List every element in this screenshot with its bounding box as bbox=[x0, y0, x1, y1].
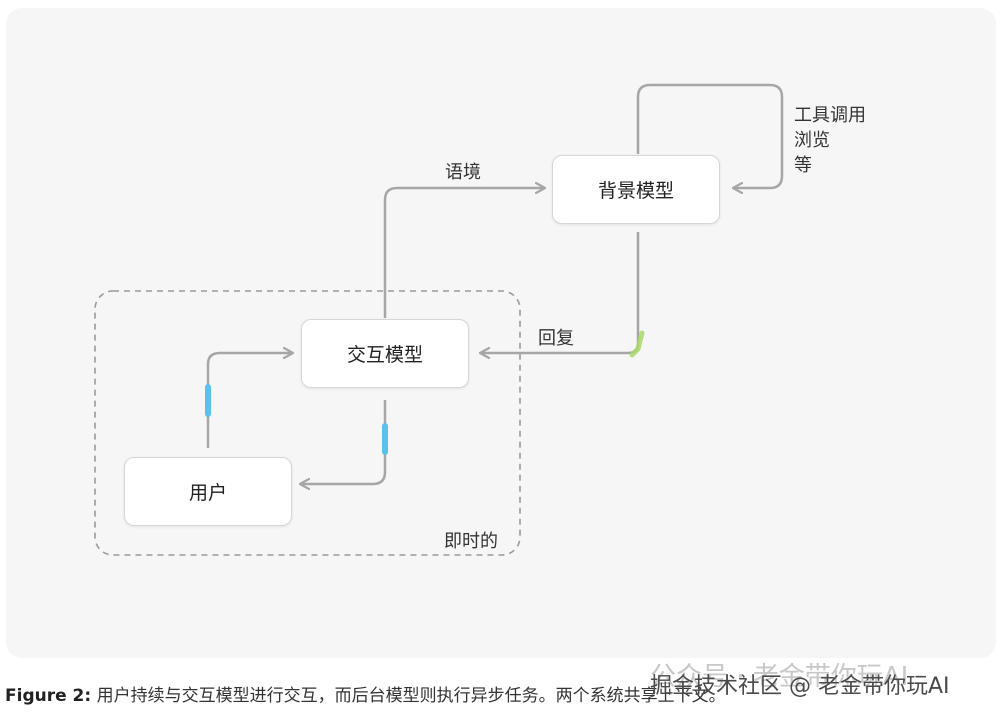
figure-caption: Figure 2: 用户持续与交互模型进行交互，而后台模型则执行异步任务。两个系… bbox=[5, 681, 726, 706]
watermark-faded: 公众号 · 老金带你玩AI bbox=[650, 662, 909, 692]
edge-user-to-interactive bbox=[206, 353, 293, 448]
caption-text: 用户持续与交互模型进行交互，而后台模型则执行异步任务。两个系统共享上下文。 bbox=[96, 686, 726, 706]
label-immediate-group: 即时的 bbox=[444, 531, 498, 552]
edge-interactive-to-user bbox=[300, 400, 387, 484]
label-tool-calls-line2: 浏览 bbox=[794, 130, 830, 151]
label-tool-calls-line1: 工具调用 bbox=[794, 105, 866, 126]
edge-context bbox=[383, 188, 545, 318]
label-tool-calls-line3: 等 bbox=[794, 155, 812, 176]
reply-highlight bbox=[629, 330, 645, 358]
node-interactive-model: 交互模型 bbox=[301, 319, 469, 388]
watermark-main: 掘金技术社区 @ 老金带你玩AI bbox=[650, 674, 950, 699]
edge-tool-loop bbox=[636, 83, 784, 188]
label-reply: 回复 bbox=[538, 328, 574, 349]
node-background-model: 背景模型 bbox=[552, 155, 720, 224]
node-user: 用户 bbox=[124, 457, 292, 526]
diagram-panel bbox=[6, 8, 996, 658]
label-context: 语境 bbox=[445, 162, 481, 183]
caption-prefix: Figure 2: bbox=[5, 686, 92, 706]
immediate-group-boundary bbox=[94, 290, 521, 556]
